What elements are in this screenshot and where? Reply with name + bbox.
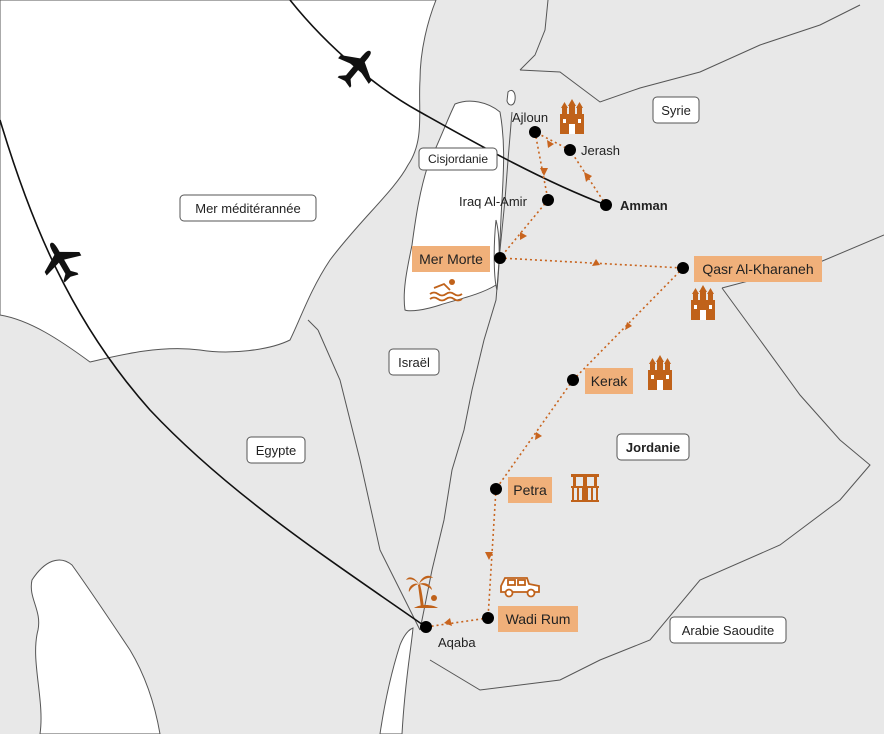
svg-text:Petra: Petra: [513, 482, 547, 498]
city-label-ajloun: Ajloun: [512, 110, 548, 125]
city-label-jerash: Jerash: [581, 143, 620, 158]
label-westbank: Cisjordanie: [418, 147, 498, 171]
city-label-dead-sea: Mer Morte: [412, 246, 490, 272]
city-dot-amman: [600, 199, 612, 211]
mediterranean-sea: [0, 0, 437, 363]
city-label-petra: Petra: [508, 477, 552, 503]
city-label-amman: Amman: [620, 198, 668, 213]
svg-text:Syrie: Syrie: [661, 103, 691, 118]
city-label-aqaba: Aqaba: [438, 635, 476, 650]
svg-text:Mer Morte: Mer Morte: [419, 251, 483, 267]
svg-text:Qasr Al-Kharaneh: Qasr Al-Kharaneh: [702, 261, 813, 277]
sea-of-galilee: [506, 89, 516, 106]
svg-text:Kerak: Kerak: [591, 373, 629, 389]
svg-text:Jordanie: Jordanie: [626, 440, 680, 455]
airplane-icon: [44, 242, 82, 283]
city-dot-ajloun: [529, 126, 541, 138]
palm-tree-icon: [406, 575, 438, 608]
svg-text:Mer méditérannée: Mer méditérannée: [195, 201, 301, 216]
svg-text:Cisjordanie: Cisjordanie: [428, 152, 488, 166]
city-label-wadi-rum: Wadi Rum: [498, 606, 578, 632]
flight-path-north: [289, 0, 607, 206]
itinerary-route: [425, 131, 684, 628]
jeep-icon: [500, 577, 540, 598]
svg-text:Arabie Saoudite: Arabie Saoudite: [682, 623, 775, 638]
city-dot-dead-sea: [494, 252, 506, 264]
label-jordan: Jordanie: [616, 433, 690, 461]
city-dot-kerak: [567, 374, 579, 386]
svg-text:Israël: Israël: [398, 355, 430, 370]
label-saudi: Arabie Saoudite: [669, 616, 787, 644]
city-dot-petra: [490, 483, 502, 495]
swimmer-icon: [429, 279, 463, 302]
castle-icon: [691, 285, 715, 320]
city-dot-wadi-rum: [482, 612, 494, 624]
city-label-iraq: Iraq Al-Amir: [459, 194, 528, 209]
label-syria: Syrie: [652, 96, 700, 124]
svg-text:Egypte: Egypte: [256, 443, 296, 458]
castle-icon: [648, 355, 672, 390]
city-dot-qasr: [677, 262, 689, 274]
label-israel: Israël: [388, 348, 440, 376]
red-sea: [30, 559, 161, 734]
city-dot-aqaba: [420, 621, 432, 633]
svg-text:Wadi Rum: Wadi Rum: [506, 611, 571, 627]
treasury-icon: [571, 474, 599, 502]
gulf-of-aqaba: [379, 627, 414, 734]
city-markers: [420, 126, 689, 633]
flight-paths: [0, 0, 607, 628]
city-label-qasr: Qasr Al-Kharaneh: [694, 256, 822, 282]
flight-path-west: [0, 119, 427, 628]
city-dot-iraq: [542, 194, 554, 206]
route-arrows: [444, 140, 632, 626]
airplane-icon: [337, 50, 372, 88]
city-dot-jerash: [564, 144, 576, 156]
label-egypt: Egypte: [246, 436, 306, 464]
label-mediterranean: Mer méditérannée: [179, 194, 317, 222]
castle-icon: [560, 99, 584, 134]
city-label-kerak: Kerak: [585, 368, 633, 394]
